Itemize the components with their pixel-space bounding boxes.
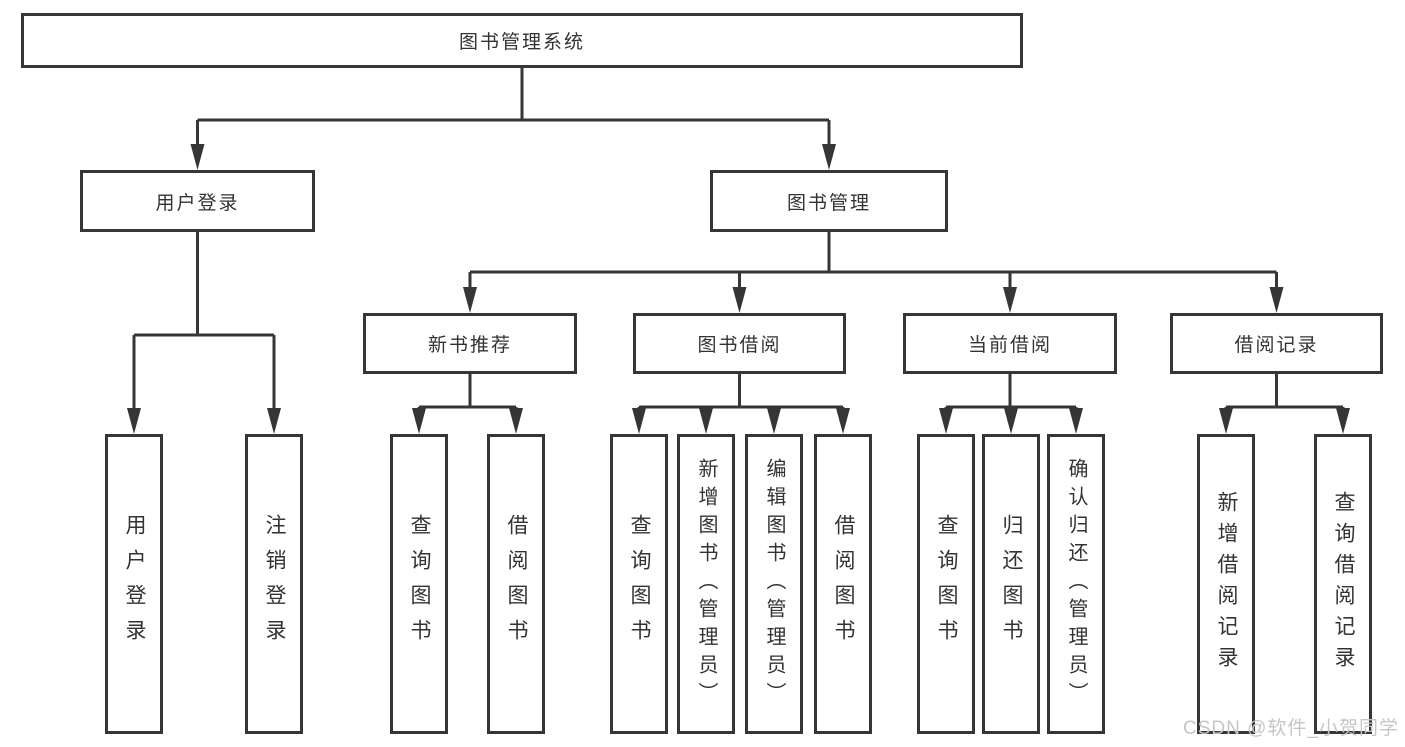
edge-user-login-to-leaves — [127, 232, 281, 434]
node-root: 图书管理系统 — [21, 13, 1023, 68]
node-leaf-query-book-current: 查询图书 — [917, 434, 975, 734]
node-current-borrow: 当前借阅 — [903, 313, 1117, 374]
edge-book-borrow-to-leaves — [632, 374, 850, 434]
node-borrow-records: 借阅记录 — [1170, 313, 1383, 374]
node-leaf-borrow-book-rec: 借阅图书 — [487, 434, 545, 734]
node-leaf-user-login: 用户登录 — [105, 434, 163, 734]
node-user-login: 用户登录 — [80, 170, 315, 232]
node-book-mgmt: 图书管理 — [710, 170, 948, 232]
node-book-borrow: 图书借阅 — [633, 313, 846, 374]
edge-book-mgmt-to-level2 — [463, 232, 1284, 313]
node-leaf-query-book-borrow: 查询图书 — [610, 434, 668, 734]
node-leaf-edit-book: 编辑图书（管理员） — [745, 434, 803, 734]
node-new-book-rec: 新书推荐 — [363, 313, 577, 374]
edge-new-book-rec-to-leaves — [412, 374, 523, 434]
node-leaf-borrow-book: 借阅图书 — [814, 434, 872, 734]
csdn-watermark: CSDN @软件_小贺同学 — [1183, 718, 1399, 739]
node-leaf-confirm-return: 确认归还（管理员） — [1047, 434, 1105, 734]
edge-root-to-level1 — [190, 68, 836, 170]
node-leaf-query-borrow-record: 查询借阅记录 — [1314, 434, 1372, 734]
node-leaf-add-book: 新增图书（管理员） — [677, 434, 735, 734]
node-leaf-return-book: 归还图书 — [982, 434, 1040, 734]
edge-borrow-records-to-leaves — [1219, 374, 1350, 434]
node-leaf-logout: 注销登录 — [245, 434, 303, 734]
edge-current-borrow-to-leaves — [939, 374, 1083, 434]
node-leaf-query-book-rec: 查询图书 — [390, 434, 448, 734]
node-leaf-add-borrow-record: 新增借阅记录 — [1197, 434, 1255, 734]
